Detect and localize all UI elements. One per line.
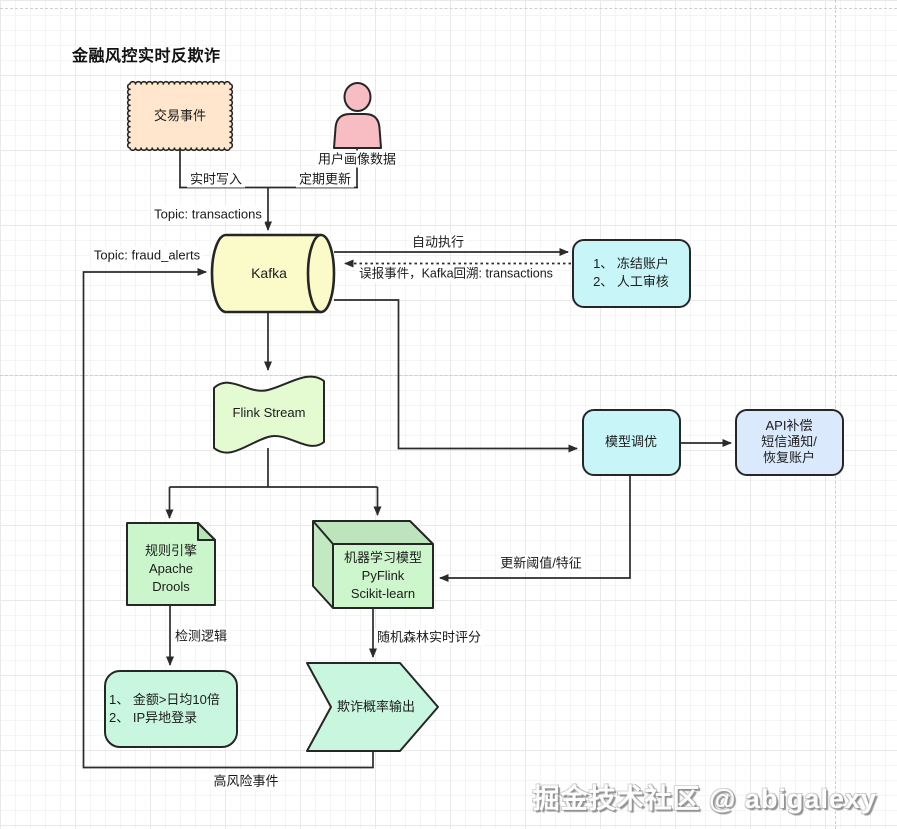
cube-left-face	[313, 521, 333, 608]
edge-label-topic-transactions: Topic: transactions	[151, 205, 265, 223]
cube-outline	[312, 520, 434, 609]
freeze-account-line1: 1、 冻结账户	[593, 256, 669, 271]
edge-flink-split	[169, 448, 378, 488]
cube-top-face	[313, 521, 433, 544]
rule-examples-label: 1、 金额>日均10倍 2、 IP异地登录	[109, 691, 220, 727]
kafka-cylinder-cap	[306, 233, 336, 314]
edge-label-realtime-write: 实时写入	[186, 170, 246, 188]
rule-engine-line3: Drools	[152, 579, 190, 594]
transaction-event-node	[126, 80, 234, 152]
ml-model-line1: 机器学习模型	[343, 550, 423, 565]
note-fold-corner	[197, 522, 216, 541]
rule-examples-line1: 1、 金额>日均10倍	[109, 692, 220, 707]
kafka-cylinder-body	[210, 233, 323, 314]
ml-model-line3: Scikit-learn	[350, 586, 416, 601]
model-tuning-node	[582, 409, 681, 476]
freeze-account-label: 1、 冻结账户 2、 人工审核	[593, 255, 669, 291]
edge-label-topic-fraud-alerts: Topic: fraud_alerts	[90, 246, 204, 264]
edge-label-high-risk: 高风险事件	[210, 772, 282, 790]
rule-engine-line1: 规则引擎	[144, 543, 198, 558]
api-line3: 恢复账户	[762, 450, 815, 465]
api-line1: API补偿	[765, 418, 813, 433]
edge-label-detection-logic: 检测逻辑	[171, 627, 231, 645]
freeze-account-line2: 2、 人工审核	[593, 274, 669, 289]
edge-label-auto-execute: 自动执行	[408, 233, 468, 251]
edge-label-false-positive: 误报事件，Kafka回溯: transactions	[356, 265, 556, 283]
rule-examples-node	[104, 670, 238, 748]
ml-model-node	[312, 520, 434, 609]
note-body	[126, 522, 216, 606]
transaction-event-label: 交易事件	[153, 108, 207, 123]
edge-modeltuning-to-mlmodel	[439, 475, 631, 582]
fraud-output-node	[306, 662, 439, 752]
edge-label-periodic-update: 定期更新	[295, 170, 355, 188]
freeze-account-node	[572, 239, 691, 308]
api-compensation-node	[735, 409, 844, 476]
edge-fraudoutput-to-kafka-loop	[82, 268, 374, 769]
edge-label-update-threshold: 更新阈值/特征	[497, 554, 585, 572]
fraud-output-label: 欺诈概率输出	[336, 699, 416, 714]
person-body	[333, 113, 382, 149]
api-compensation-label: API补偿 短信通知/ 恢复账户	[761, 418, 817, 466]
edge-label-random-forest: 随机森林实时评分	[373, 628, 485, 646]
api-line2: 短信通知/	[761, 434, 817, 449]
user-person-icon	[333, 82, 382, 149]
person-head	[343, 82, 372, 112]
watermark: 掘金技术社区 @ abigalexy	[532, 784, 877, 814]
kafka-label: Kafka	[251, 265, 287, 281]
ml-model-label: 机器学习模型 PyFlink Scikit-learn	[344, 549, 422, 603]
flink-stream-label: Flink Stream	[232, 405, 306, 420]
ml-model-line2: PyFlink	[361, 568, 405, 583]
cube-inner-edges	[312, 520, 433, 608]
edge-kafka-to-modeltuning	[334, 299, 578, 453]
rule-engine-node	[126, 522, 216, 606]
page-title: 金融风控实时反欺诈	[72, 48, 221, 65]
rule-engine-line2: Apache	[148, 561, 194, 576]
rule-engine-label: 规则引擎 Apache Drools	[145, 542, 197, 596]
kafka-node	[210, 233, 336, 314]
rule-examples-line2: 2、 IP异地登录	[109, 710, 198, 725]
user-profile-label: 用户画像数据	[314, 150, 400, 168]
flink-stream-node	[213, 375, 325, 454]
model-tuning-label: 模型调优	[604, 434, 658, 449]
